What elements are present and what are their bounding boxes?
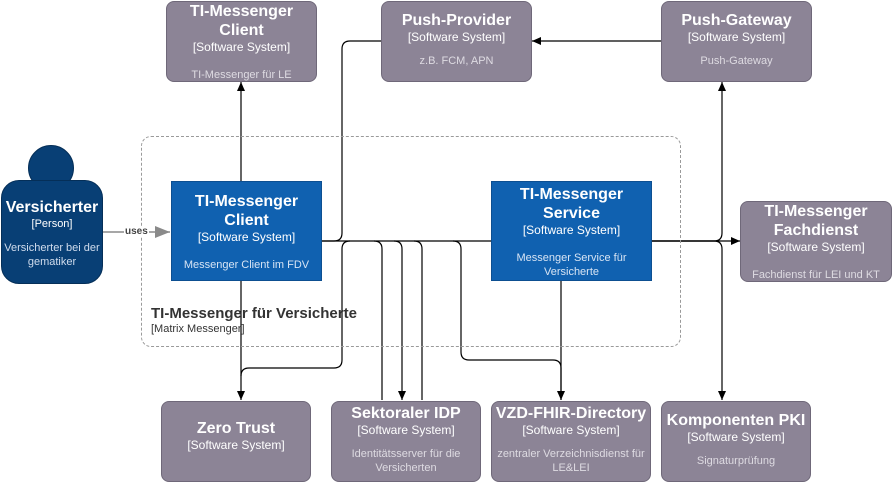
system-type: [Software System] <box>357 423 455 437</box>
system-description: Identitätsserver für die Versicherten <box>351 448 461 474</box>
system-description: zentraler Verzeichnisdienst für LE&LEI <box>497 448 645 474</box>
edge-bus-to-idp-c <box>413 240 423 400</box>
system-title: TI-Messenger Fachdienst <box>764 203 868 239</box>
system-ti-messenger-client-le[interactable]: TI-Messenger Client [Software System] TI… <box>166 1 317 82</box>
edge-label-uses: uses <box>124 226 149 237</box>
system-description: Fachdienst für LEI und KT <box>752 269 880 281</box>
system-description: z.B. FCM, APN <box>419 55 494 67</box>
system-type: [Software System] <box>687 430 785 444</box>
system-type: [Software System] <box>687 30 786 44</box>
system-description: Messenger Service für Versicherte <box>516 252 627 278</box>
system-zero-trust[interactable]: Zero Trust [Software System] <box>161 401 311 482</box>
system-type: [Software System] <box>197 230 296 244</box>
system-title: Komponenten PKI <box>666 412 806 429</box>
system-description: Messenger Client im FDV <box>183 259 310 271</box>
system-title: Sektoraler IDP <box>351 405 461 422</box>
system-komponenten-pki[interactable]: Komponenten PKI [Software System] Signat… <box>661 401 811 482</box>
edge-bus-to-zerotrust <box>240 240 351 377</box>
system-push-provider[interactable]: Push-Provider [Software System] z.B. FCM… <box>381 1 532 82</box>
system-type: [Software System] <box>192 40 291 54</box>
edge-bus-to-idp-b <box>393 240 406 400</box>
system-boundary <box>141 136 681 347</box>
system-vzd-fhir-directory[interactable]: VZD-FHIR-Directory [Software System] zen… <box>491 401 651 482</box>
system-title: Push-Provider <box>401 12 512 29</box>
system-ti-messenger-service[interactable]: TI-Messenger Service [Software System] M… <box>491 181 652 281</box>
system-title: TI-Messenger Client <box>194 193 299 229</box>
system-description: Signaturprüfung <box>696 455 776 467</box>
system-title: Zero Trust <box>196 420 276 437</box>
boundary-type: [Matrix Messenger] <box>151 323 245 335</box>
system-fachdienst[interactable]: TI-Messenger Fachdienst [Software System… <box>740 201 892 282</box>
person-type: [Person] <box>31 218 73 230</box>
system-fdv-client[interactable]: TI-Messenger Client [Software System] Me… <box>171 181 322 281</box>
system-sektoraler-idp[interactable]: Sektoraler IDP [Software System] Identit… <box>331 401 481 482</box>
system-push-gateway[interactable]: Push-Gateway [Software System] Push-Gate… <box>661 1 812 82</box>
boundary-title: TI-Messenger für Versicherte <box>151 305 357 322</box>
system-title: VZD-FHIR-Directory <box>495 405 647 422</box>
edge-bus-to-vzd <box>452 240 565 400</box>
system-description: Push-Gateway <box>700 55 773 67</box>
system-type: [Software System] <box>187 438 285 452</box>
system-type: [Software System] <box>522 223 621 237</box>
edge-service-to-pki <box>652 240 726 400</box>
system-type: [Software System] <box>522 423 620 437</box>
system-title: Push-Gateway <box>681 12 792 29</box>
person-description: Versicherter bei der gematiker <box>4 242 100 268</box>
system-type: [Software System] <box>767 240 865 254</box>
person-title: Versicherter <box>5 199 99 216</box>
edge-bus-to-idp-a <box>373 240 383 400</box>
system-type: [Software System] <box>407 30 506 44</box>
person-versicherter[interactable]: Versicherter [Person] Versicherter bei d… <box>1 180 103 284</box>
system-title: TI-Messenger Client <box>189 3 294 39</box>
system-title: TI-Messenger Service <box>519 186 624 222</box>
system-description: TI-Messenger für LE <box>191 69 292 81</box>
